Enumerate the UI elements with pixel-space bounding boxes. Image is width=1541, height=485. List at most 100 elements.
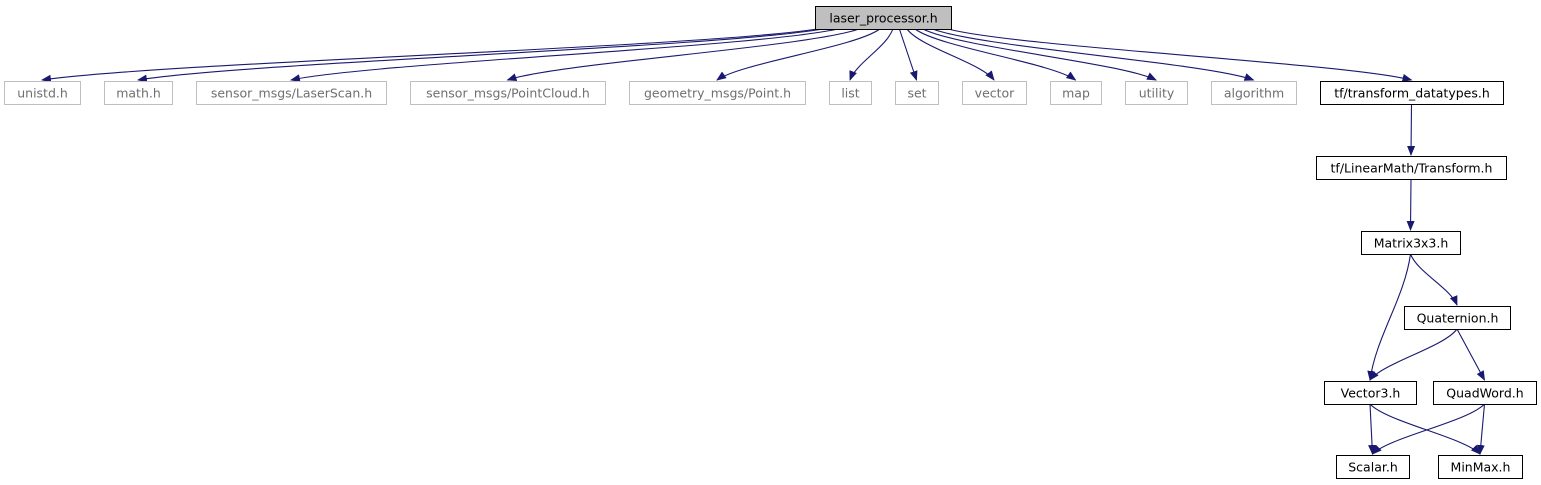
node-label: vector xyxy=(975,86,1016,101)
node-box xyxy=(1336,455,1410,479)
node-box xyxy=(1404,306,1511,330)
edge-arrow xyxy=(1369,403,1481,455)
edge-tfdt-to-tftransform xyxy=(1407,103,1416,156)
node-box xyxy=(1125,81,1188,105)
edge-arrow xyxy=(137,28,823,83)
edge-arrow xyxy=(1371,403,1485,455)
edge-arrow xyxy=(906,28,995,81)
node-box xyxy=(1324,381,1417,405)
node-label: map xyxy=(1062,86,1090,101)
edge-arrow xyxy=(716,28,881,81)
node-label: tf/LinearMath/Transform.h xyxy=(1331,161,1493,176)
edge-root-to-unistd xyxy=(41,28,818,83)
node-box xyxy=(4,81,81,105)
node-label: list xyxy=(841,86,859,101)
edge-arrow xyxy=(1476,403,1486,455)
node-quadword[interactable]: QuadWord.h xyxy=(1433,381,1537,405)
edge-tftransform-to-matrix xyxy=(1406,178,1415,231)
edge-arrow xyxy=(290,28,838,83)
node-unistd: unistd.h xyxy=(4,81,81,105)
node-box xyxy=(962,81,1027,105)
edge-root-to-vector xyxy=(906,28,995,81)
node-tftransform[interactable]: tf/LinearMath/Transform.h xyxy=(1316,156,1507,180)
node-label: algorithm xyxy=(1224,86,1284,101)
node-scalar[interactable]: Scalar.h xyxy=(1336,455,1410,479)
node-label: Vector3.h xyxy=(1341,386,1401,401)
edge-quat-to-quadword xyxy=(1456,328,1485,381)
node-box xyxy=(104,81,173,105)
node-label: Matrix3x3.h xyxy=(1374,236,1449,251)
node-label: math.h xyxy=(116,86,161,101)
edge-root-to-map xyxy=(914,28,1077,81)
node-map: map xyxy=(1050,81,1102,105)
node-label: sensor_msgs/PointCloud.h xyxy=(426,86,590,101)
edge-quadword-to-minmax xyxy=(1476,403,1486,455)
edge-arrow xyxy=(932,28,1255,81)
node-box xyxy=(1050,81,1102,105)
edge-vector3-to-minmax xyxy=(1369,403,1481,455)
node-root[interactable]: laser_processor.h xyxy=(815,6,952,30)
edge-arrow xyxy=(1407,103,1416,156)
node-box xyxy=(1438,455,1523,479)
node-box xyxy=(829,81,872,105)
edge-arrow xyxy=(948,28,1413,82)
node-box xyxy=(1433,381,1537,405)
edge-root-to-list xyxy=(849,28,894,81)
edge-quadword-to-scalar xyxy=(1371,403,1485,455)
edge-root-to-tfdt xyxy=(948,28,1413,82)
edge-arrow xyxy=(922,28,1157,81)
node-laserscan: sensor_msgs/LaserScan.h xyxy=(196,81,387,105)
node-matrix[interactable]: Matrix3x3.h xyxy=(1361,231,1461,255)
edge-root-to-pointcloud xyxy=(506,28,860,82)
edge-arrow xyxy=(849,28,894,81)
node-label: utility xyxy=(1139,86,1175,101)
node-quat[interactable]: Quaternion.h xyxy=(1404,306,1511,330)
node-label: Scalar.h xyxy=(1348,460,1398,475)
node-box xyxy=(196,81,387,105)
edge-root-to-point xyxy=(716,28,881,81)
node-math: math.h xyxy=(104,81,173,105)
node-label: Quaternion.h xyxy=(1417,311,1499,326)
edge-arrow xyxy=(506,28,860,82)
node-label: tf/transform_datatypes.h xyxy=(1334,86,1490,101)
node-point: geometry_msgs/Point.h xyxy=(629,81,806,105)
node-tfdt[interactable]: tf/transform_datatypes.h xyxy=(1320,81,1504,105)
edge-matrix-to-quat xyxy=(1409,253,1458,306)
edge-vector3-to-scalar xyxy=(1368,403,1377,455)
node-utility: utility xyxy=(1125,81,1188,105)
node-vector3[interactable]: Vector3.h xyxy=(1324,381,1417,405)
node-box xyxy=(1320,81,1504,105)
edge-arrow xyxy=(1456,328,1485,381)
node-box xyxy=(1361,231,1461,255)
node-box xyxy=(410,81,606,105)
edge-root-to-algorithm xyxy=(932,28,1255,81)
edge-arrow xyxy=(41,28,818,83)
edge-root-to-set xyxy=(898,28,918,81)
node-box xyxy=(629,81,806,105)
node-box xyxy=(1211,81,1297,105)
node-box xyxy=(1316,156,1507,180)
edge-arrow xyxy=(1367,253,1412,381)
edge-arrow xyxy=(1406,178,1415,231)
edge-arrow xyxy=(1368,403,1377,455)
edge-quat-to-vector3 xyxy=(1369,328,1458,381)
edge-arrow xyxy=(914,28,1077,81)
node-label: sensor_msgs/LaserScan.h xyxy=(211,86,372,101)
node-box xyxy=(895,81,939,105)
edges xyxy=(41,28,1486,455)
nodes: laser_processor.h unistd.h math.h sensor_ms… xyxy=(4,6,1537,479)
node-label: MinMax.h xyxy=(1451,460,1511,475)
edge-arrow xyxy=(1369,328,1458,381)
edge-matrix-to-vector3 xyxy=(1367,253,1412,381)
node-list: list xyxy=(829,81,872,105)
node-pointcloud: sensor_msgs/PointCloud.h xyxy=(410,81,606,105)
node-label: laser_processor.h xyxy=(829,11,937,26)
edge-arrow xyxy=(1409,253,1458,306)
node-label: QuadWord.h xyxy=(1446,386,1523,401)
node-algorithm: algorithm xyxy=(1211,81,1297,105)
node-label: unistd.h xyxy=(17,86,68,101)
node-minmax[interactable]: MinMax.h xyxy=(1438,455,1523,479)
node-label: geometry_msgs/Point.h xyxy=(644,86,791,101)
node-vector: vector xyxy=(962,81,1027,105)
